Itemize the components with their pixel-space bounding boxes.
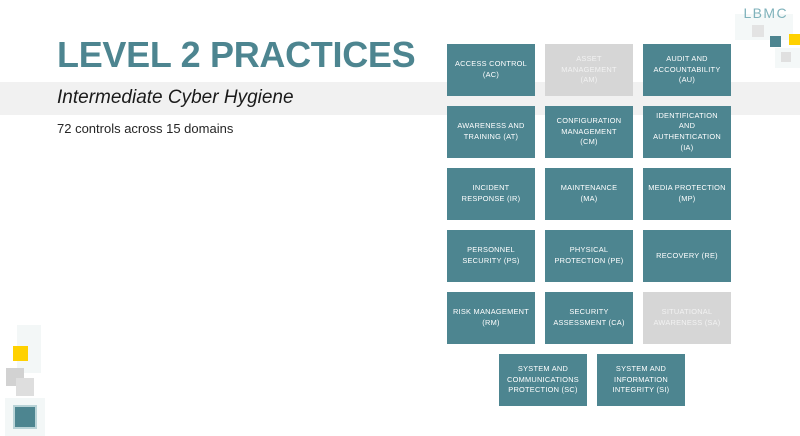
domain-box[interactable]: MAINTENANCE(MA) xyxy=(545,168,633,220)
decor-square-top-teal xyxy=(770,36,781,47)
page-subtitle: Intermediate Cyber Hygiene xyxy=(57,87,294,108)
logo-backdrop xyxy=(735,14,793,40)
page-title: LEVEL 2 PRACTICES xyxy=(57,34,416,75)
domain-box-label: MEDIA PROTECTION(MP) xyxy=(648,183,726,203)
lbmc-logo: LBMC xyxy=(743,5,788,21)
domain-box[interactable]: RISK MANAGEMENT(RM) xyxy=(447,292,535,344)
decor-square-bottom-teal xyxy=(13,405,37,429)
domain-box[interactable]: RECOVERY (RE) xyxy=(643,230,731,282)
domain-box-label: RISK MANAGEMENT(RM) xyxy=(452,307,530,327)
decor-square-bottom-grey-2 xyxy=(16,378,34,396)
domain-box-label: ACCESS CONTROL(AC) xyxy=(454,59,528,79)
decor-square-top-grey xyxy=(752,25,764,37)
domain-box-label: MAINTENANCE(MA) xyxy=(560,183,618,203)
domain-box[interactable]: ACCESS CONTROL(AC) xyxy=(447,44,535,96)
controls-summary-text: 72 controls across 15 domains xyxy=(57,121,234,136)
domain-box[interactable]: MEDIA PROTECTION(MP) xyxy=(643,168,731,220)
decor-square-top-grey-2 xyxy=(781,52,791,62)
domain-box-label: RECOVERY (RE) xyxy=(656,250,718,260)
decor-square-top-yellow xyxy=(789,34,800,45)
decor-square-bottom-yellow xyxy=(13,346,28,361)
